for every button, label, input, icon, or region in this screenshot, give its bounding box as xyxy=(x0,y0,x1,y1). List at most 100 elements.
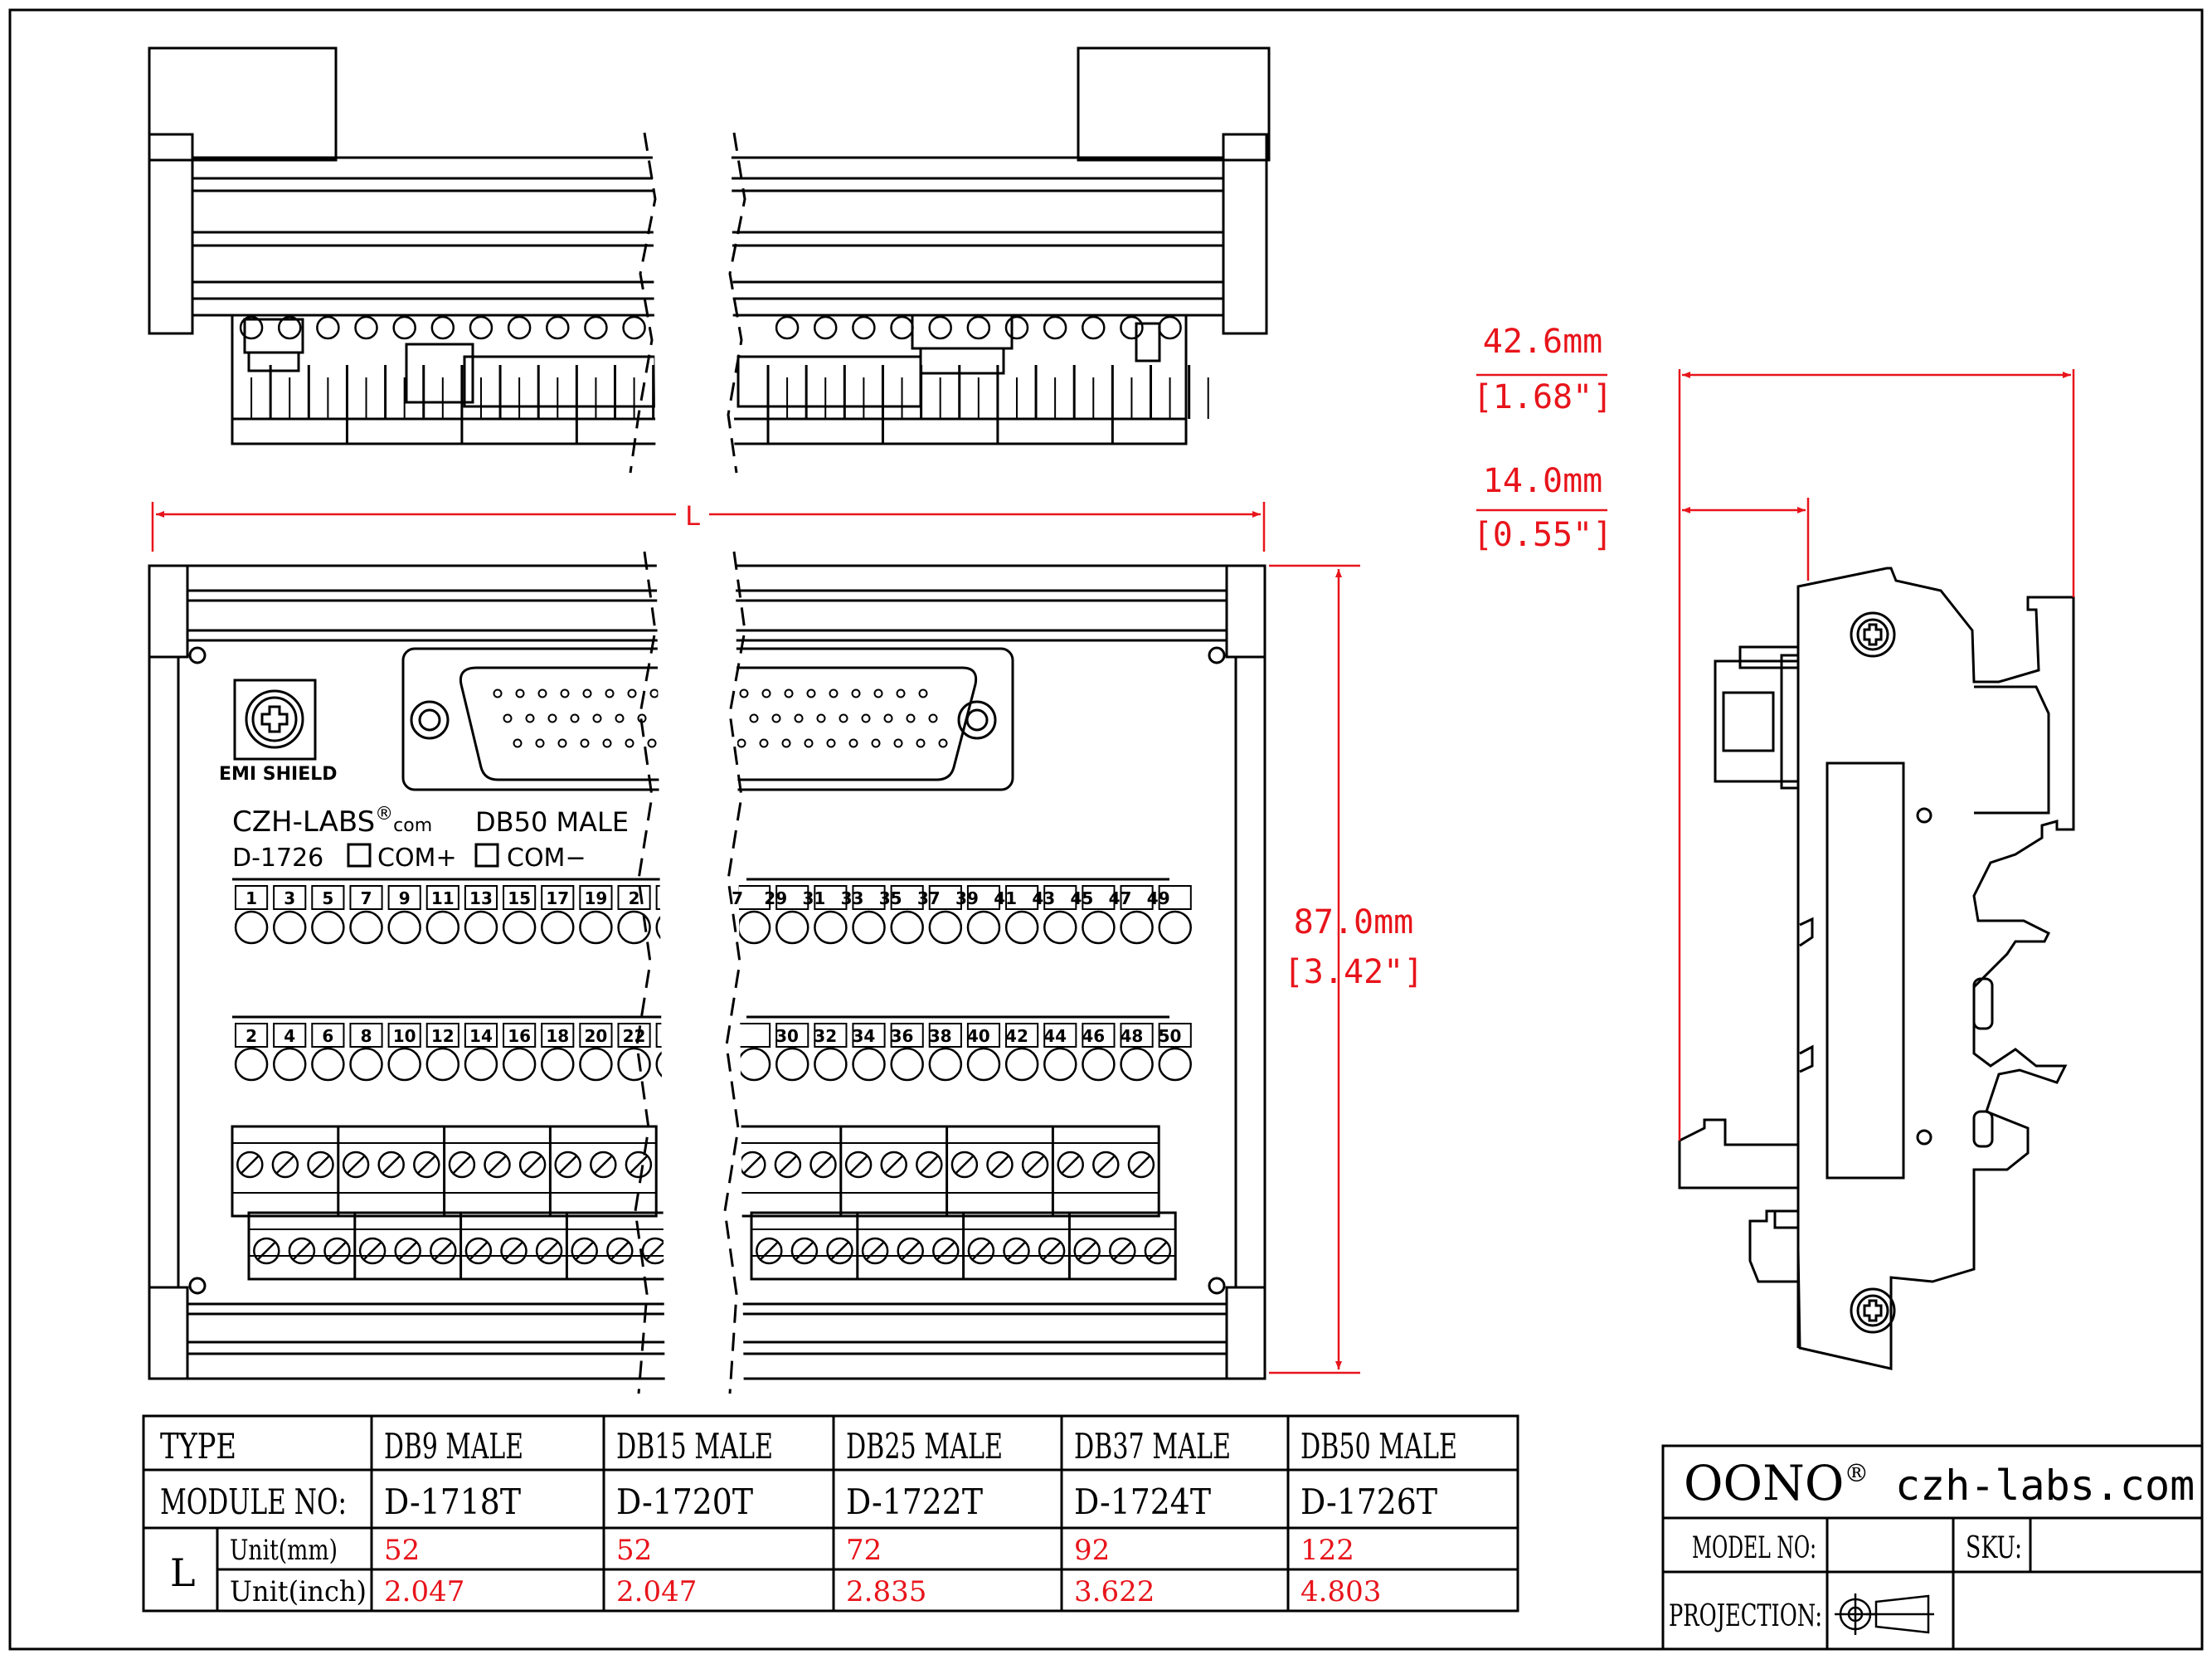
offset-mm-label: 14.0mm xyxy=(1483,462,1603,500)
pin-label: 14 xyxy=(469,1026,493,1046)
pin-label: 39 xyxy=(955,888,979,908)
brand-registered-mark: ® xyxy=(375,804,393,825)
table-module-label: MODULE NO: xyxy=(160,1481,347,1522)
pin-label: 17 xyxy=(546,888,569,908)
pin-label: 44 xyxy=(1043,1026,1067,1046)
pin-label: 10 xyxy=(393,1026,416,1046)
pin-label: 38 xyxy=(929,1026,952,1046)
table-module-cell: D-1718T xyxy=(384,1481,521,1522)
table-l-label: L xyxy=(170,1550,196,1595)
table-module-cell: D-1726T xyxy=(1300,1481,1437,1522)
pin-label: 43 xyxy=(1032,888,1055,908)
table-inch-cell: 2.047 xyxy=(616,1575,697,1608)
table-type-label: TYPE xyxy=(160,1426,236,1467)
front-view: EMI SHIELD CZH-LABS®com DB50 MALE D-1726… xyxy=(148,551,1266,1394)
table-unit-inch-label: Unit(inch) xyxy=(230,1575,367,1608)
connector-name-label: DB50 MALE xyxy=(475,806,629,838)
length-dimension-label: L xyxy=(685,500,700,532)
pin-label: 30 xyxy=(775,1026,799,1046)
table-mm-cell: 52 xyxy=(616,1534,652,1567)
brand-suffix: com xyxy=(393,815,432,836)
model-label: D-1726 xyxy=(232,844,323,873)
pin-label: 11 xyxy=(431,888,455,908)
pin-label: 18 xyxy=(546,1026,569,1046)
title-brand-text: OONO xyxy=(1684,1455,1844,1511)
table-unit-mm-label: Unit(mm) xyxy=(230,1534,338,1567)
pin-label: 2 xyxy=(629,888,640,908)
top-view xyxy=(148,46,1271,474)
brand-label: CZH-LABS®com xyxy=(232,804,432,839)
pin-label: 22 xyxy=(623,1026,646,1046)
table-module-cell: D-1720T xyxy=(616,1481,753,1522)
pin-label: 42 xyxy=(1005,1026,1028,1046)
pin-label: 5 xyxy=(322,888,333,908)
pin-label: 37 xyxy=(917,888,941,908)
table-inch-cell: 4.803 xyxy=(1300,1575,1381,1608)
pin-label: 2 xyxy=(246,1026,257,1046)
table-inch-cell: 3.622 xyxy=(1074,1575,1155,1608)
title-sku-label: SKU: xyxy=(1966,1531,2022,1565)
spec-table: TYPE MODULE NO: L Unit(mm) Unit(inch) DB… xyxy=(142,1414,1519,1613)
depth-inch-label: [1.68"] xyxy=(1473,378,1613,416)
table-type-cell: DB15 MALE xyxy=(616,1426,773,1467)
pin-label: 20 xyxy=(585,1026,608,1046)
pin-label: 6 xyxy=(322,1026,333,1046)
pin-label: 47 xyxy=(1109,888,1132,908)
pin-label: 35 xyxy=(879,888,902,908)
emi-shield-label: EMI SHIELD xyxy=(219,764,338,785)
pin-label: 33 xyxy=(841,888,864,908)
pin-label: 50 xyxy=(1159,1026,1182,1046)
pin-label: 12 xyxy=(431,1026,455,1046)
page-border xyxy=(8,8,2204,1651)
pin-label: 31 xyxy=(802,888,825,908)
table-inch-cell: 2.835 xyxy=(846,1575,926,1608)
brand-name: CZH-LABS xyxy=(232,805,375,839)
table-type-cell: DB9 MALE xyxy=(384,1426,523,1467)
pin-label: 48 xyxy=(1121,1026,1144,1046)
pin-label: 13 xyxy=(469,888,493,908)
title-projection-label: PROJECTION: xyxy=(1669,1599,1822,1633)
pin-label: 40 xyxy=(967,1026,990,1046)
height-mm-label: 87.0mm xyxy=(1294,903,1414,941)
table-type-cell: DB50 MALE xyxy=(1300,1426,1457,1467)
offset-inch-label: [0.55"] xyxy=(1473,516,1613,554)
table-type-cell: DB37 MALE xyxy=(1074,1426,1231,1467)
pin-label: 9 xyxy=(399,888,411,908)
dimension-lines xyxy=(151,369,2075,1374)
com-minus-checkbox xyxy=(474,843,499,868)
pin-label: 41 xyxy=(994,888,1017,908)
pin-label: 7 xyxy=(732,888,743,908)
pin-label: 8 xyxy=(361,1026,372,1046)
pin-label: 36 xyxy=(891,1026,914,1046)
table-module-cell: D-1724T xyxy=(1074,1481,1211,1522)
title-model-label: MODEL NO: xyxy=(1692,1531,1816,1565)
com-plus-label: COM+ xyxy=(377,844,457,873)
side-view xyxy=(1678,567,2075,1370)
pin-label: 34 xyxy=(852,1026,875,1046)
title-website: czh-labs.com xyxy=(1895,1462,2195,1510)
com-minus-label: COM− xyxy=(507,844,586,873)
projection-symbol-icon xyxy=(1835,1593,1934,1635)
pin-label: 45 xyxy=(1071,888,1094,908)
table-inch-cell: 2.047 xyxy=(384,1575,464,1608)
table-mm-cell: 52 xyxy=(384,1534,420,1567)
title-block: OONO® czh-labs.com MODEL NO: SKU: PROJEC… xyxy=(1661,1444,2204,1651)
pin-label: 16 xyxy=(508,1026,531,1046)
table-mm-cell: 72 xyxy=(846,1534,882,1567)
table-mm-cell: 92 xyxy=(1074,1534,1110,1567)
com-plus-checkbox xyxy=(347,843,372,868)
table-module-cell: D-1722T xyxy=(846,1481,983,1522)
height-inch-label: [3.42"] xyxy=(1284,953,1424,991)
pin-label: 19 xyxy=(585,888,608,908)
pin-label: 15 xyxy=(508,888,531,908)
pin-label: 49 xyxy=(1147,888,1170,908)
pin-label: 46 xyxy=(1082,1026,1105,1046)
pin-label: 32 xyxy=(814,1026,837,1046)
pin-label: 1 xyxy=(246,888,257,908)
pin-label: 7 xyxy=(361,888,372,908)
depth-mm-label: 42.6mm xyxy=(1483,323,1603,361)
pin-label: 3 xyxy=(284,888,295,908)
pin-label: 4 xyxy=(284,1026,295,1046)
